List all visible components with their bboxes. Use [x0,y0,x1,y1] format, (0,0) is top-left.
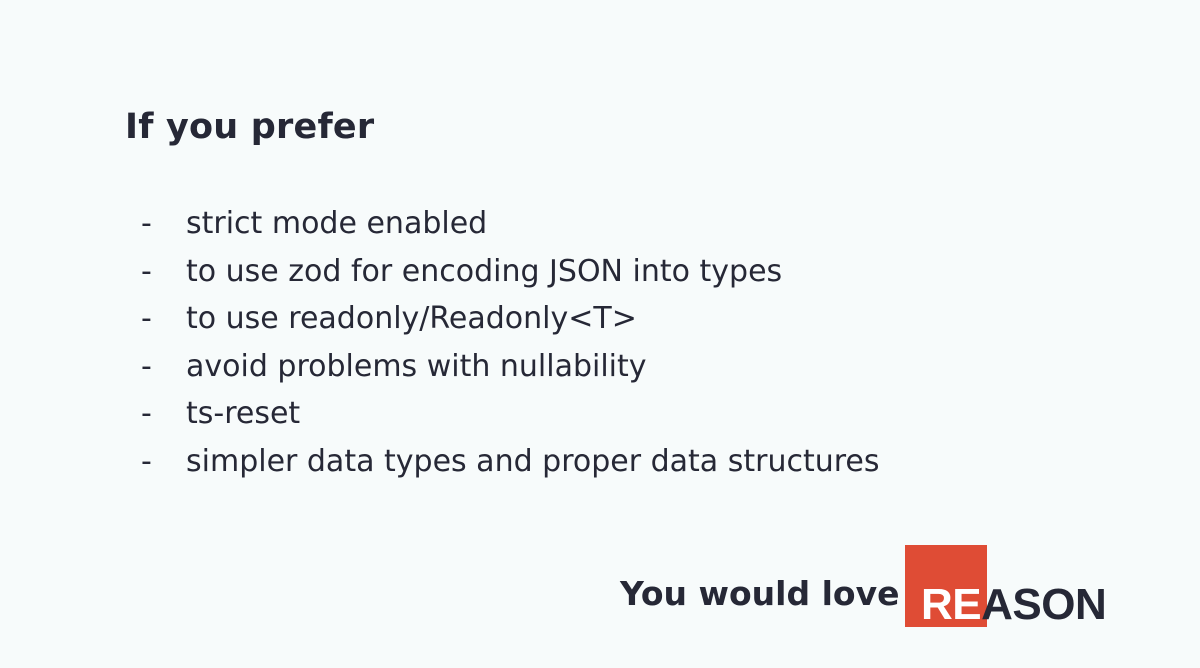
reason-logo-wordmark: REASON [921,580,1107,629]
preference-item-strict-mode: - strict mode enabled [141,200,880,248]
preference-item-ts-reset: - ts-reset [141,390,880,438]
reason-logo-text-on-red: RE [921,580,982,629]
preference-text: to use readonly/Readonly<T> [186,301,637,336]
preference-item-zod: - to use zod for encoding JSON into type… [141,248,880,296]
preference-text: simpler data types and proper data struc… [186,443,880,479]
footer-call-to-action: You would love [620,574,900,613]
list-dash: - [141,396,152,431]
preference-item-data-types: - simpler data types and proper data str… [141,438,880,486]
preferences-list: - strict mode enabled - to use zod for e… [141,200,880,485]
list-dash: - [141,348,152,384]
list-dash: - [141,301,152,336]
reason-logo: REASON [905,545,1135,635]
reason-logo-text-dark: ASON [981,580,1107,629]
preference-text: strict mode enabled [186,206,488,241]
preference-text: to use zod for encoding JSON into types [186,253,783,289]
preference-item-nullability: - avoid problems with nullability [141,343,880,391]
list-dash: - [141,253,152,289]
reason-logo-red-square [905,545,987,627]
preference-item-readonly: - to use readonly/Readonly<T> [141,295,880,343]
list-dash: - [141,206,152,241]
slide-heading: If you prefer [125,107,375,147]
preference-text: avoid problems with nullability [186,348,647,384]
preference-text: ts-reset [186,396,301,431]
list-dash: - [141,443,152,479]
